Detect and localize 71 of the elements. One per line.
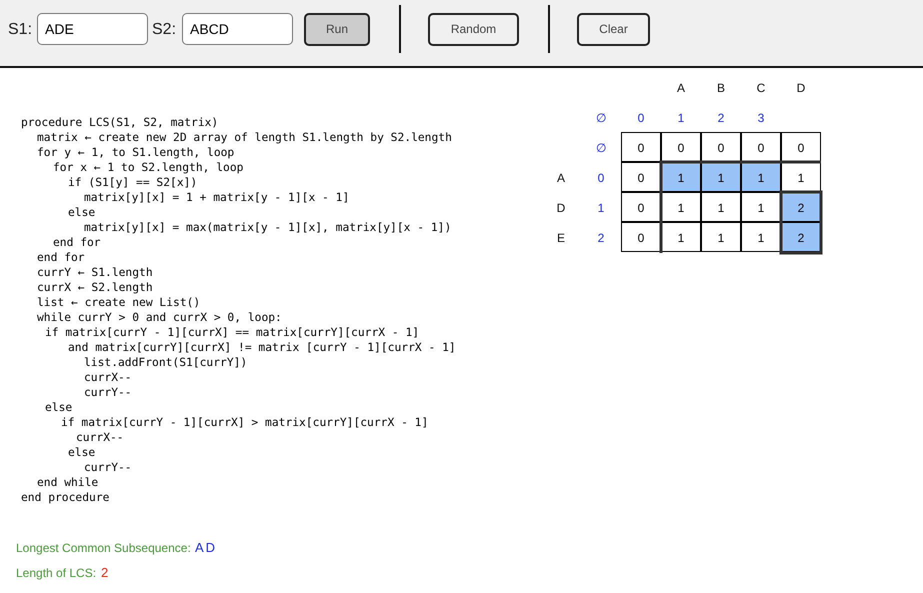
code-line: currY--	[84, 460, 132, 475]
matrix-cell: 0	[661, 132, 701, 162]
column-header: D	[796, 81, 806, 95]
matrix-cell: 0	[621, 132, 661, 162]
code-line: if matrix[currY - 1][currX] == matrix[currY][currX - 1]	[45, 325, 420, 340]
result-label: Length of LCS:	[16, 566, 96, 580]
field-label: S2:	[152, 20, 176, 40]
matrix-cell: 1	[701, 222, 741, 252]
row-index: 2	[596, 231, 606, 245]
row-index: 1	[596, 201, 606, 215]
row-index: ∅	[595, 141, 607, 155]
column-index: ∅	[595, 111, 607, 125]
row-header: A	[556, 171, 566, 185]
code-line: list ← create new List()	[37, 295, 200, 310]
code-line: end for	[37, 250, 85, 265]
code-line: end procedure	[21, 490, 110, 505]
code-line: list.addFront(S1[currY])	[84, 355, 248, 370]
column-index: 2	[716, 111, 726, 125]
matrix-cell: 1	[741, 192, 781, 222]
code-line: matrix ← create new 2D array of length S1.length by S2.length	[37, 130, 452, 145]
result-value: AD	[195, 540, 218, 555]
matrix-cell: 1	[661, 222, 701, 252]
matrix-cell: 0	[621, 162, 661, 192]
matrix-cell: 2	[781, 222, 821, 252]
code-line: end while	[37, 475, 98, 490]
code-line: currY--	[84, 385, 132, 400]
code-line: currX--	[84, 370, 132, 385]
code-line: while currY > 0 and currX > 0, loop:	[37, 310, 282, 325]
result-label: Longest Common Subsequence:	[16, 541, 191, 555]
text-field: ADE	[37, 13, 148, 45]
column-header: B	[716, 81, 726, 95]
code-line: if matrix[currY - 1][currX] > matrix[currY][currX - 1]	[61, 415, 428, 430]
code-line: for y ← 1, to S1.length, loop	[37, 145, 234, 160]
code-line: currX ← S2.length	[37, 280, 153, 295]
row-header: E	[556, 231, 566, 245]
matrix-cell: 0	[781, 132, 821, 162]
run-button: Run	[304, 13, 370, 46]
code-line: if (S1[y] == S2[x])	[68, 175, 198, 190]
code-line: else	[68, 205, 96, 220]
code-line: and matrix[currY][currX] != matrix [currY - 1][currX - 1]	[68, 340, 456, 355]
code-line: else	[45, 400, 72, 415]
matrix-cell: 0	[621, 192, 661, 222]
code-line: matrix[y][x] = 1 + matrix[y - 1][x - 1]	[84, 190, 350, 205]
row-header: D	[556, 201, 566, 215]
random-button: Random	[428, 13, 519, 46]
code-line: matrix[y][x] = max(matrix[y - 1][x], matrix[y][x - 1])	[84, 220, 452, 235]
matrix-cell: 0	[701, 132, 741, 162]
code-line: for x ← 1 to S2.length, loop	[53, 160, 244, 175]
code-line: currY ← S1.length	[37, 265, 153, 280]
code-line: end for	[53, 235, 101, 250]
text-field: ABCD	[182, 13, 293, 45]
column-header: C	[756, 81, 766, 95]
column-header: A	[676, 81, 686, 95]
code-line: currX--	[76, 430, 124, 445]
matrix-cell: 0	[621, 222, 661, 252]
code-line: procedure LCS(S1, S2, matrix)	[21, 115, 218, 130]
field-label: S1:	[8, 20, 32, 40]
matrix-cell: 0	[741, 132, 781, 162]
code-line: else	[68, 445, 96, 460]
matrix-cell: 1	[741, 222, 781, 252]
clear-button: Clear	[577, 13, 650, 46]
result-value: 2	[101, 565, 108, 580]
row-index: 0	[596, 171, 606, 185]
column-index: 3	[756, 111, 766, 125]
matrix-cell: 1	[701, 162, 741, 192]
column-index: 0	[636, 111, 646, 125]
matrix-cell: 1	[781, 162, 821, 192]
matrix-cell: 1	[741, 162, 781, 192]
matrix-cell: 1	[701, 192, 741, 222]
column-index: 1	[676, 111, 686, 125]
matrix-cell: 1	[661, 192, 701, 222]
